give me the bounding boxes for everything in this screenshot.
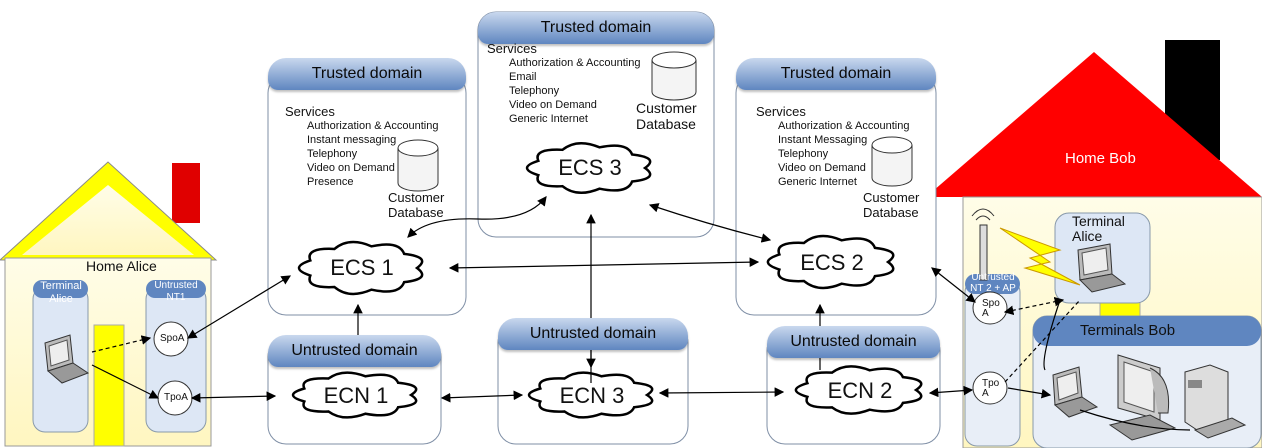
- connections: [91, 196, 1191, 431]
- database-icon: [651, 51, 697, 101]
- service-item: Video on Demand: [778, 162, 866, 174]
- service-item: Telephony: [307, 148, 358, 160]
- ecs2-cloud: [766, 234, 895, 290]
- ecs1-db-label: Customer Database: [388, 190, 445, 220]
- bob-terminals-label: Terminals Bob: [1080, 322, 1176, 339]
- services-title: Services: [487, 41, 537, 56]
- service-item: Email: [509, 71, 537, 83]
- database-icon: [397, 139, 439, 192]
- service-item: Instant Messaging: [778, 134, 868, 146]
- service-item: Presence: [307, 176, 354, 188]
- alice-door: [93, 324, 125, 447]
- ecs3-header: Trusted domain: [478, 12, 714, 44]
- service-item: Video on Demand: [509, 99, 597, 111]
- service-item: Authorization & Accounting: [778, 120, 910, 132]
- ecs1-services: Services Authorization & Accounting Inst…: [285, 105, 438, 189]
- service-item: Authorization & Accounting: [307, 120, 439, 132]
- services-title: Services: [285, 104, 335, 119]
- alice-chimney: [172, 163, 200, 223]
- service-item: Authorization & Accounting: [509, 57, 641, 69]
- alice-terminal-label: Terminal Alice: [40, 280, 82, 305]
- ecs2-cloud-label: ECS 2: [800, 250, 864, 275]
- service-item: Telephony: [778, 148, 829, 160]
- ecs1-cloud-label: ECS 1: [330, 255, 394, 280]
- ecs3-db-label: Customer Database: [636, 100, 697, 132]
- ecn3-cloud-label: ECN 3: [559, 383, 625, 408]
- wifi-antenna-icon: [971, 208, 995, 281]
- services-title: Services: [756, 104, 806, 119]
- ecs1-header: Trusted domain: [268, 58, 466, 90]
- ecn2-header: Untrusted domain: [767, 326, 940, 358]
- ecn1-cloud: [291, 371, 418, 419]
- bob-laptop-alice-icon: [1077, 243, 1127, 293]
- bob-tpo-label: Tpo A: [982, 378, 1000, 399]
- ecs2-db-label: Customer Database: [863, 190, 920, 220]
- alice-spoa-label: SpoA: [160, 333, 185, 344]
- bob-laptop-icon: [1052, 366, 1099, 418]
- ecs2-services: Services Authorization & Accounting Inst…: [756, 105, 909, 189]
- service-item: Video on Demand: [307, 162, 395, 174]
- ecn2-cloud: [794, 365, 923, 415]
- home-bob: [926, 40, 1262, 448]
- alice-nt-label: Untrusted NT1: [154, 280, 198, 303]
- service-item: Instant messaging: [307, 134, 397, 146]
- ecs3-cloud-label: ECS 3: [558, 155, 622, 180]
- ecs2-header: Trusted domain: [736, 58, 936, 90]
- home-alice-label: Home Alice: [86, 258, 157, 274]
- alice-spoa: [153, 321, 189, 357]
- ecs3-cloud: [525, 142, 652, 194]
- bob-spo-label: Spo A: [982, 298, 1000, 319]
- ecn2-cloud-label: ECN 2: [827, 378, 893, 403]
- service-item: Telephony: [509, 85, 560, 97]
- ecn1-header: Untrusted domain: [268, 335, 441, 367]
- service-item: Generic Internet: [778, 176, 857, 188]
- service-item: Generic Internet: [509, 113, 588, 125]
- ecn1-cloud-label: ECN 1: [323, 383, 389, 408]
- ecs3-services: Services Authorization & Accounting Emai…: [487, 42, 640, 126]
- wireless-link-icon: [999, 227, 1081, 286]
- alice-laptop-icon: [44, 334, 90, 384]
- bob-nt-label: Untrusted NT 2 + AP: [970, 272, 1016, 294]
- ecn3-cloud: [527, 371, 654, 419]
- bob-roof: [926, 52, 1262, 197]
- home-alice: [0, 161, 218, 447]
- ecn3-header: Untrusted domain: [498, 318, 688, 350]
- bob-terminal-alice-label: Terminal Alice: [1072, 213, 1125, 244]
- tower-computer-icon: [1184, 364, 1247, 439]
- home-bob-label: Home Bob: [1065, 150, 1136, 167]
- desktop-computer-icon: [1108, 354, 1177, 441]
- database-icon: [871, 136, 913, 187]
- alice-tpoa-label: TpoA: [164, 392, 188, 403]
- ecs1-cloud: [297, 240, 424, 296]
